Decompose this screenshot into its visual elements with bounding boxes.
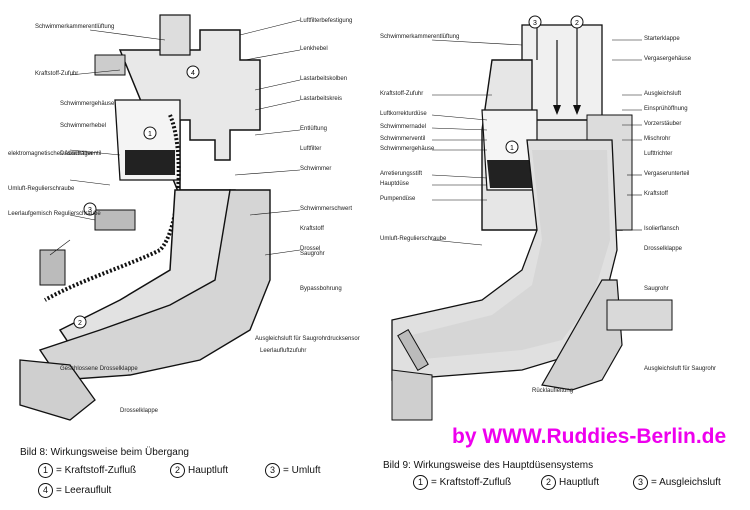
svg-text:1: 1: [148, 131, 152, 138]
svg-text:2: 2: [78, 320, 82, 327]
left-legend-num-3: 3: [265, 463, 280, 478]
left-label-17: Saugrohr: [300, 251, 325, 257]
left-label-0: Schwimmerkammerentlüftung: [35, 24, 114, 30]
left-label-3: Lenkhebel: [300, 46, 328, 52]
left-carburetor-diagram: 1 2 3 4 Schwimmerkammerentlüftung Krafts…: [0, 0, 372, 425]
left-label-22: Drosselklappe: [120, 408, 159, 414]
left-caption: Bild 8: Wirkungsweise beim Übergang: [20, 447, 189, 458]
right-legend-text-1: = Kraftstoff-Zufluß: [431, 477, 512, 489]
left-legend-num-1: 1: [38, 463, 53, 478]
svg-text:2: 2: [575, 20, 579, 27]
right-label-14: Vorzerstäuber: [644, 121, 681, 127]
left-legend-item-3: 3= Umluft: [265, 463, 321, 478]
left-label-20: elektromagnetisches Abschaltventil: [8, 151, 101, 157]
left-legend-item-4: 4= Leerauflult: [38, 483, 111, 498]
right-label-5: Schwimmergehäuse: [380, 146, 435, 152]
right-label-19: Isolierflansch: [644, 226, 679, 232]
svg-text:1: 1: [510, 145, 514, 152]
right-carburetor-diagram: 3 2 1 Schwimmerkammerentlüftun: [372, 0, 750, 425]
right-label-15: Mischrohr: [644, 136, 670, 142]
right-label-21: Saugrohr: [644, 286, 669, 292]
left-diagram-svg: 1 2 3 4 Schwimmerkammerentlüftung Krafts…: [8, 14, 360, 421]
left-label-8: Schwimmerhebel: [60, 123, 106, 129]
right-legend-num-2: 2: [541, 475, 556, 490]
right-label-9: Umluft-Regulierschraube: [380, 236, 447, 242]
left-label-13: Drossel: [300, 246, 320, 252]
left-label-21: Ausgleichsluft für Saugrohrdrucksensor: [255, 336, 360, 342]
left-legend-num-2: 2: [170, 463, 185, 478]
right-label-18: Kraftstoff: [644, 191, 668, 197]
left-label-9: Schwimmer: [300, 166, 331, 172]
right-label-3: Schwimmernadel: [380, 124, 426, 130]
right-label-4: Schwimmerventil: [380, 136, 425, 142]
right-legend-num-1: 1: [413, 475, 428, 490]
right-label-1: Kraftstoff-Zufuhr: [380, 91, 423, 97]
right-label-10: Starterklappe: [644, 36, 680, 42]
svg-text:3: 3: [88, 207, 92, 214]
right-label-2: Luftkorrekturdüse: [380, 111, 427, 117]
watermark: by WWW.Ruddies-Berlin.de: [452, 425, 727, 448]
left-legend-text-2: Hauptluft: [188, 465, 229, 477]
left-label-16: Bypassbohrung: [300, 286, 342, 292]
left-label-2: Luftfilterbefestigung: [300, 18, 352, 24]
right-label-16: Lufttrichter: [644, 151, 672, 157]
left-label-23: Leerlaufluftzufuhr: [260, 348, 306, 354]
right-caption: Bild 9: Wirkungsweise des Hauptdüsensyst…: [383, 460, 594, 471]
right-label-7: Hauptdüse: [380, 181, 410, 187]
svg-text:4: 4: [191, 70, 195, 77]
right-legend-text-3: = Ausgleichsluft: [651, 477, 721, 489]
right-label-22: Rücklaufleitung: [532, 388, 573, 394]
right-label-20: Drosselklappe: [644, 246, 683, 252]
left-label-19: Leerlaufgemisch Regulierschraube: [8, 211, 101, 217]
right-label-0: Schwimmerkammerentlüftung: [380, 34, 459, 40]
right-legend-text-2: Hauptluft: [559, 477, 600, 489]
right-label-11: Vergasergehäuse: [644, 56, 692, 62]
right-label-8: Pumpendüse: [380, 196, 416, 202]
left-label-5: Lastarbeitskreis: [300, 96, 342, 102]
svg-text:3: 3: [533, 20, 537, 27]
left-label-4: Lastarbeitskolben: [300, 76, 347, 82]
right-legend-num-3: 3: [633, 475, 648, 490]
left-label-7: Schwimmergehäuse: [60, 101, 115, 107]
right-label-6: Arretierungsstift: [380, 171, 422, 177]
right-label-12: Ausgleichsluft: [644, 91, 681, 97]
right-diagram-svg: 3 2 1 Schwimmerkammerentlüftun: [380, 15, 716, 421]
left-label-18: Umluft-Regulierschraube: [8, 186, 75, 192]
left-label-11: Düsenträger: [60, 151, 93, 157]
left-legend-text-3: = Umluft: [283, 465, 321, 477]
left-label-14: Geschlossene Drosselklappe: [60, 366, 138, 372]
left-label-15: Kraftstoff: [300, 226, 324, 232]
left-label-10: Schwimmerschwert: [300, 206, 352, 212]
left-legend-text-4: = Leerauflult: [56, 485, 112, 497]
right-label-17: Vergaserunterteil: [644, 171, 689, 177]
right-label-13: Einsprühöffnung: [644, 106, 688, 112]
left-label-12: Luftfilter: [300, 146, 321, 152]
left-legend-num-4: 4: [38, 483, 53, 498]
left-label-1: Kraftstoff-Zufuhr: [35, 71, 78, 77]
left-legend-item-1: 1= Kraftstoff-Zufluß: [38, 463, 136, 478]
right-legend-item-1: 1= Kraftstoff-Zufluß: [413, 475, 511, 490]
left-label-6: Entlüftung: [300, 126, 327, 132]
left-legend-text-1: = Kraftstoff-Zufluß: [56, 465, 137, 477]
right-label-23: Ausgleichsluft für Saugrohr: [644, 366, 716, 372]
right-legend-item-3: 3= Ausgleichsluft: [633, 475, 721, 490]
